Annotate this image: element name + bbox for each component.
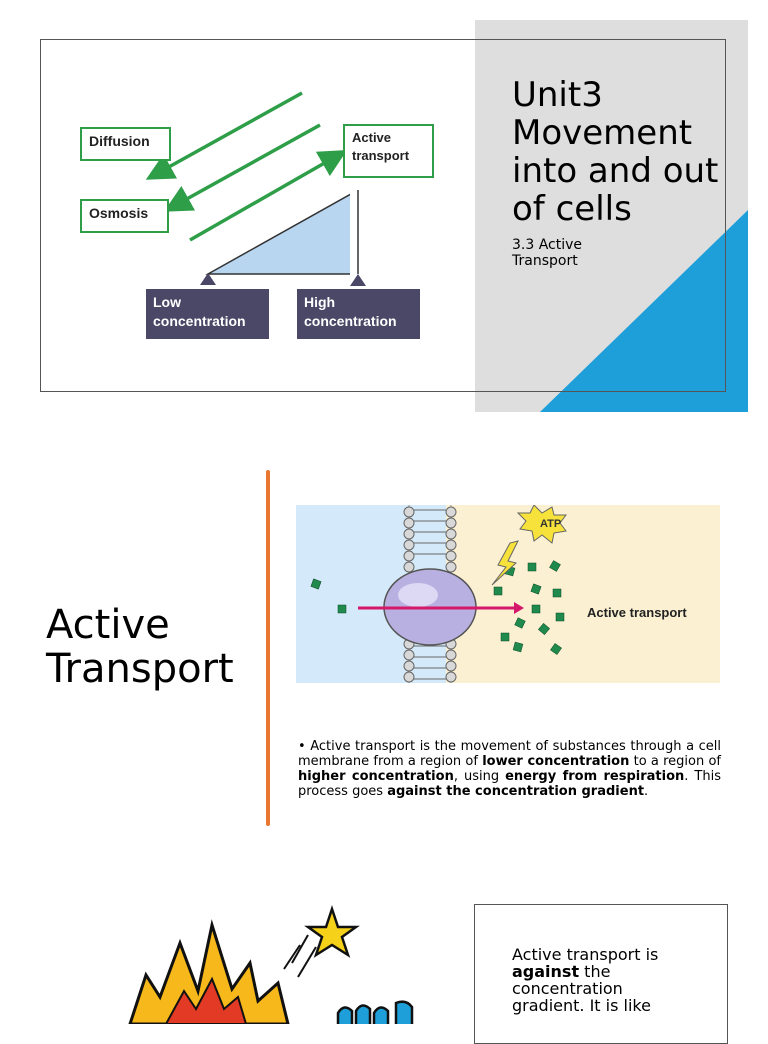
- gradient-triangle: [205, 193, 350, 275]
- slide-subtitle: 3.3 Active Transport: [512, 237, 583, 269]
- diagram-label: Active transport: [587, 605, 687, 620]
- blue-triangle-accent: [540, 210, 748, 412]
- triangle-right-edge: [350, 190, 366, 286]
- lightning-bolt: [491, 540, 519, 586]
- star-icon: [304, 905, 360, 958]
- osmosis-arrow: [163, 123, 321, 212]
- atp-burst: [516, 505, 567, 544]
- bullet-point: • Active transport is the movement of su…: [298, 739, 721, 799]
- diffusion-arrow: [145, 91, 303, 180]
- membrane-diagram: ATP Active transport: [296, 505, 720, 683]
- high-concentration-label: High concentration: [297, 289, 420, 339]
- low-concentration-label: Low concentration: [146, 289, 269, 339]
- orange-divider: [266, 470, 270, 826]
- atp-text: ATP: [540, 518, 561, 530]
- slide-title: Unit3 Movement into and out of cells: [512, 75, 719, 229]
- slide-title: Active Transport: [46, 602, 234, 692]
- diffusion-label: Diffusion: [80, 127, 171, 161]
- slide-frame: [40, 39, 726, 392]
- osmosis-label: Osmosis: [80, 199, 169, 233]
- active-transport-label: Active transport: [343, 124, 434, 178]
- comic-explosion-image: [128, 905, 414, 1024]
- slide-unit3-title: Diffusion Osmosis Active transport Low c…: [0, 0, 768, 430]
- concentration-diagram: [145, 91, 350, 285]
- slide3-text: Active transport is against the concentr…: [512, 945, 659, 1015]
- active-transport-arrow: [189, 150, 348, 242]
